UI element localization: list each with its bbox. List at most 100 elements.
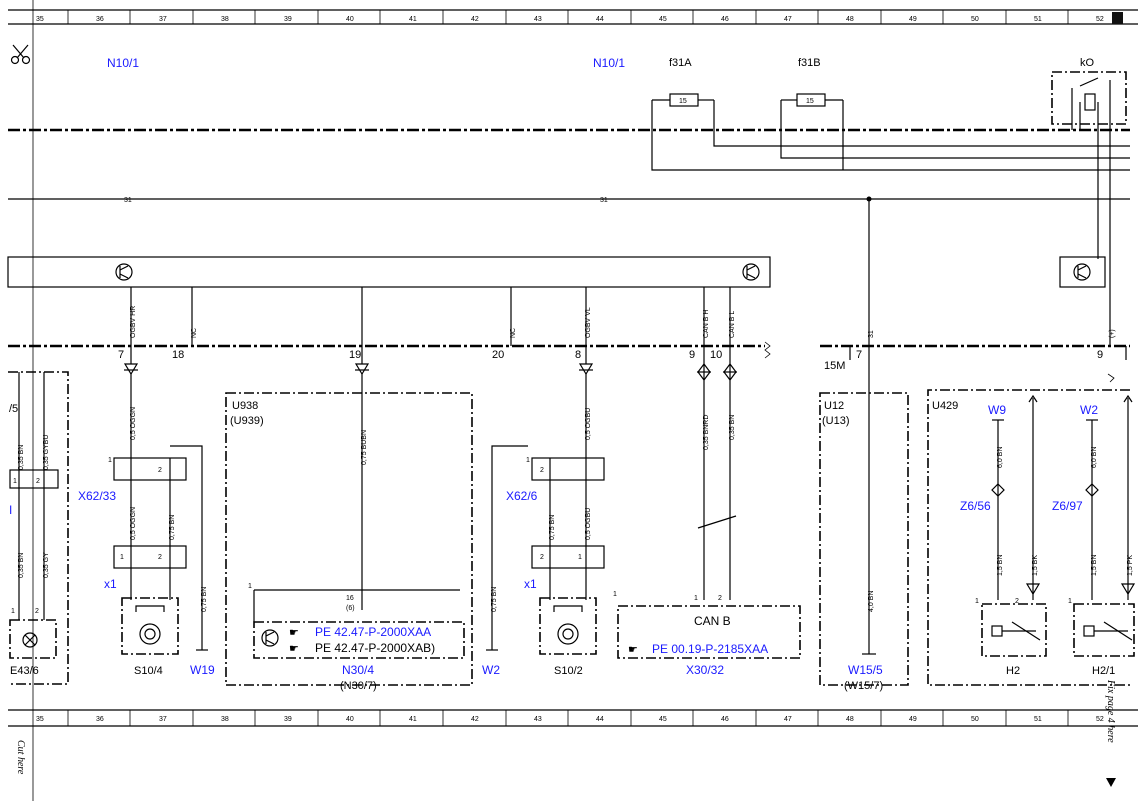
bottom-ruler: 35 36 37 38 39 40 41 42 43 44 45 46 47 4… [8, 709, 1138, 727]
component-w15-5: U12 (U13) 4,0 BN W15/5 (W15/7) [819, 346, 909, 692]
label-h2-1: H2/1 [1092, 665, 1115, 677]
label-n10-1-left: N10/1 [107, 56, 139, 70]
label-31-a: 31 [124, 197, 132, 204]
wire-x30-2: 0,35 BN [729, 415, 736, 440]
label-h2: H2 [1006, 665, 1020, 677]
component-e43-6: /5 0,35 BN 0,35 GYBU 1 2 I 0,35 BN 0,35 … [8, 371, 69, 685]
label-z6-56: Z6/56 [960, 499, 991, 513]
component-s10-4: 0,5 OGGN 1 2 X62/33 0,5 OGGN 0,75 BN 1 2… [78, 378, 215, 677]
control-unit-n10-1 [7, 256, 771, 288]
wire-s104-gnd: 0,75 BN [201, 587, 208, 612]
label-31-b: 31 [600, 197, 608, 204]
pin-u938-16: 16 [346, 595, 354, 602]
pin-u938-1: 1 [248, 583, 252, 590]
label-u12: U12 [824, 400, 844, 412]
arrow-down-icon [1106, 778, 1116, 787]
pin-x30-1b: 1 [694, 595, 698, 602]
label-s10-4: S10/4 [134, 665, 163, 677]
ruler-bottom-38: 38 [221, 716, 229, 723]
label-w9: W9 [988, 403, 1006, 417]
label-u939: (U939) [230, 415, 264, 427]
ruler-top-39: 39 [284, 16, 292, 23]
label-15m: 15M [824, 360, 845, 372]
pin-10: 10 [710, 349, 722, 361]
page-corner-icon [1112, 12, 1123, 24]
transistor-icon [1073, 263, 1091, 281]
ruler-top-49: 49 [909, 16, 917, 23]
pin-9: 9 [689, 349, 695, 361]
sig-31: 31 [868, 330, 875, 338]
sig-ogbv-hr: OGBV HR [130, 306, 137, 338]
hand-pointer-icon-2: ☛ [289, 643, 299, 655]
label-cut-here: Cut here [15, 740, 26, 775]
ref-pe-42-47-xab: PE 42.47-P-2000XAB) [315, 641, 435, 655]
connector-arrows [123, 363, 737, 381]
pin-x1b-1: 1 [578, 554, 582, 561]
wire-s104-mid1: 0,5 OGGN [130, 507, 137, 540]
pin-e43-1b: 1 [11, 608, 15, 615]
transistor-icon [115, 263, 133, 281]
ruler-top-43: 43 [534, 16, 542, 23]
label-u429: U429 [932, 400, 958, 412]
pin-x30-2: 2 [718, 595, 722, 602]
horn-icon [1083, 621, 1133, 641]
pin-e43-2: 2 [36, 478, 40, 485]
wire-e43-2: 0,35 GYBU [43, 435, 50, 470]
ruler-bottom-52: 52 [1096, 716, 1104, 723]
label-x30-32: X30/32 [686, 663, 724, 677]
sig-ogbv-vl: OGBV VL [585, 307, 592, 338]
wire-h21-a: 1,5 BN [1091, 555, 1098, 576]
wire-w2-gnd: 0,75 BN [491, 587, 498, 612]
component-n30-4: U938 (U939) 0,75 BUBN 1 16 (6) ☛ PE 42.4… [225, 378, 473, 692]
label-z6-97: Z6/97 [1052, 499, 1083, 513]
wire-e43-4: 0,35 GY [43, 552, 50, 578]
ruler-bottom-37: 37 [159, 716, 167, 723]
pin-x1b-2: 2 [540, 554, 544, 561]
scissors-icon [10, 44, 31, 65]
wire-s102-mid1: 0,75 BN [549, 515, 556, 540]
label-frag-5: /5 [9, 403, 18, 415]
ruler-top-35: 35 [36, 16, 44, 23]
ruler-top-40: 40 [346, 16, 354, 23]
pin-7b: 7 [856, 349, 862, 361]
sig-nc-1: NC [191, 328, 198, 338]
ref-pe-00-19: PE 00.19-P-2185XAA [652, 642, 768, 656]
lamp-icon [22, 632, 38, 648]
label-fix-page: Fix page 4 here [1105, 679, 1116, 743]
label-n10-1-right: N10/1 [593, 56, 625, 70]
pin-x62-6-2: 2 [540, 467, 544, 474]
label-x1-s102: x1 [524, 577, 537, 591]
wire-u12: 4,0 BN [868, 591, 875, 612]
wire-e43-3: 0,35 BN [18, 553, 25, 578]
ruler-top-51: 51 [1034, 16, 1042, 23]
label-u13: (U13) [822, 415, 850, 427]
ruler-top-37: 37 [159, 16, 167, 23]
wire-f31a-out [651, 130, 1130, 171]
label-k0: kO [1080, 57, 1095, 69]
ruler-bottom-41: 41 [409, 716, 417, 723]
ruler-bottom-46: 46 [721, 716, 729, 723]
ruler-bottom-40: 40 [346, 716, 354, 723]
wire-x30-1: 0,35 BNRD [703, 415, 710, 450]
ruler-bottom-43: 43 [534, 716, 542, 723]
sig-can-b-h: CAN B H [703, 310, 710, 338]
ruler-bottom-42: 42 [471, 716, 479, 723]
pin-e43-2b: 2 [35, 608, 39, 615]
pin-u938-6: (6) [346, 605, 355, 612]
ruler-bottom-36: 36 [96, 716, 104, 723]
ruler-bottom-47: 47 [784, 716, 792, 723]
component-s10-2: 0,75 BN W2 0,5 OGBU 1 2 X62/6 0,75 BN 0,… [482, 378, 605, 677]
ruler-top-41: 41 [409, 16, 417, 23]
pin-8: 8 [575, 349, 581, 361]
wire-w2-right: 6,0 BN [1091, 447, 1098, 468]
pin-x62-33-1: 1 [108, 457, 112, 464]
pin-9b: 9 [1097, 349, 1103, 361]
wire-h21-b: 1,5 PK [1127, 555, 1134, 576]
ruler-top-45: 45 [659, 16, 667, 23]
ruler-top-36: 36 [96, 16, 104, 23]
pin-h21-1: 1 [1068, 598, 1072, 605]
ruler-bottom-51: 51 [1034, 716, 1042, 723]
fuse-f31b-rating: 15 [806, 98, 814, 105]
wire-h2-a: 1,5 BN [997, 555, 1004, 576]
